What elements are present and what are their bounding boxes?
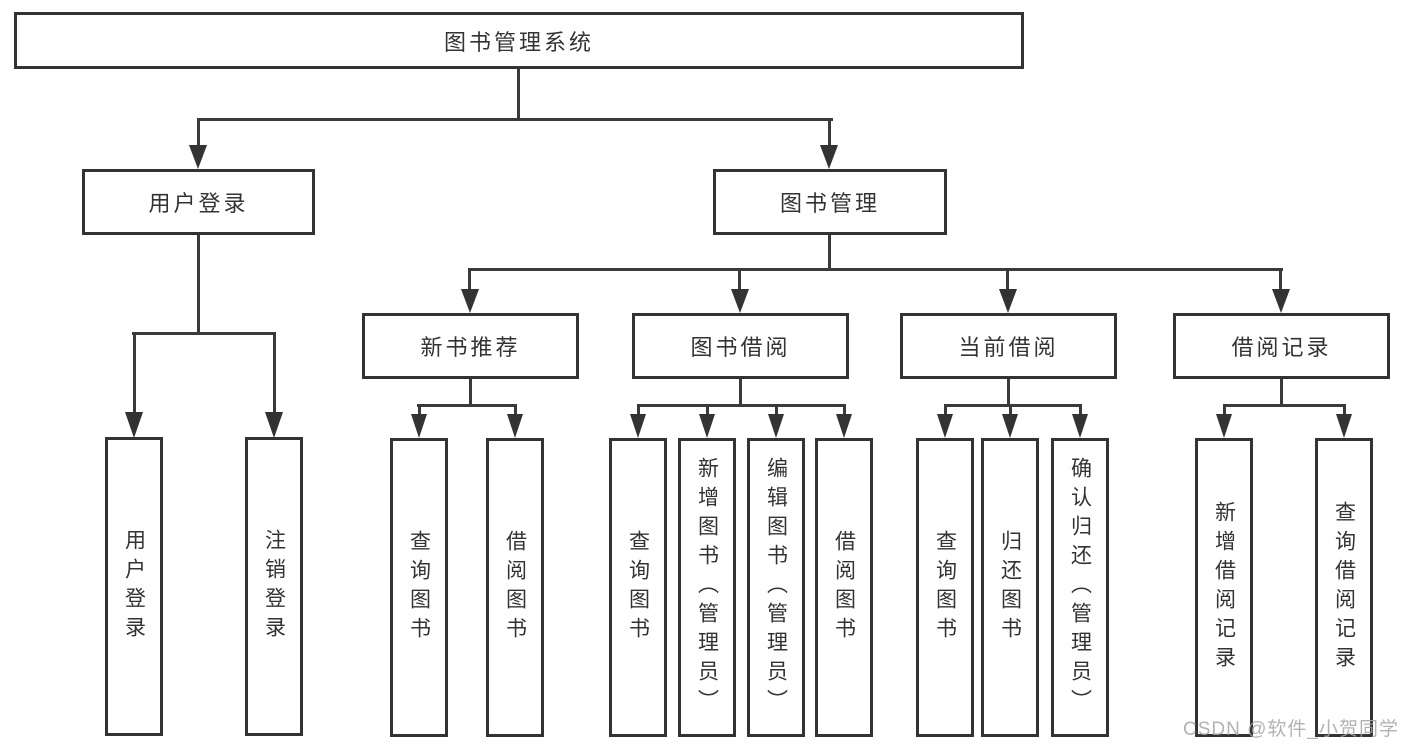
connector-borrowing-c4 <box>843 404 846 416</box>
connector-root-stub <box>517 68 520 119</box>
connector-records-stub <box>1280 378 1283 406</box>
connector-records-c1 <box>1223 404 1226 416</box>
connector-book-split <box>469 268 1283 271</box>
leaf-borrowing-add-admin-label: 新增图书（管理员） <box>695 457 719 718</box>
arrowhead-current <box>999 289 1017 313</box>
leaf-borrowing-add-admin: 新增图书（管理员） <box>678 438 736 737</box>
leaf-borrowing-edit-admin: 编辑图书（管理员） <box>747 438 805 737</box>
leaf-current-return-label: 归还图书 <box>998 529 1022 646</box>
arrowhead-newbooks-c2 <box>507 414 523 438</box>
leaf-current-confirm-admin: 确认归还（管理员） <box>1051 438 1109 737</box>
connector-borrowing-c3 <box>775 404 778 416</box>
leaf-current-query: 查询图书 <box>916 438 974 737</box>
node-user-login-label: 用户登录 <box>148 191 249 216</box>
arrowhead-current-c2 <box>1002 414 1018 438</box>
connector-user-child2 <box>273 332 276 412</box>
connector-newbooks-c2 <box>514 404 517 416</box>
leaf-records-add-label: 新增借阅记录 <box>1212 500 1236 675</box>
arrowhead-borrowing-c1 <box>630 414 646 438</box>
node-new-book-recommend: 新书推荐 <box>362 313 579 379</box>
connector-user-split <box>132 332 276 335</box>
connector-current-c2 <box>1009 404 1012 416</box>
connector-to-new-books <box>468 268 471 291</box>
connector-root-split <box>197 118 833 121</box>
csdn-watermark: CSDN @软件_小贺同学 <box>1183 719 1399 740</box>
node-user-login-leaf: 用户登录 <box>105 437 163 736</box>
node-borrowing-records: 借阅记录 <box>1173 313 1390 379</box>
connector-to-book-branch <box>828 118 831 147</box>
node-root: 图书管理系统 <box>14 12 1024 69</box>
arrowhead-user-child2 <box>265 412 283 438</box>
connector-newbooks-c1 <box>418 404 421 416</box>
leaf-borrowing-borrow: 借阅图书 <box>815 438 873 737</box>
node-book-management-label: 图书管理 <box>779 191 880 216</box>
connector-user-child1 <box>133 332 136 412</box>
leaf-current-return: 归还图书 <box>981 438 1039 737</box>
leaf-newbooks-query-label: 查询图书 <box>407 529 431 646</box>
connector-current-c3 <box>1079 404 1082 416</box>
connector-to-records <box>1279 268 1282 291</box>
connector-to-current <box>1006 268 1009 291</box>
leaf-borrowing-query: 查询图书 <box>609 438 667 737</box>
leaf-newbooks-borrow: 借阅图书 <box>486 438 544 737</box>
arrowhead-book-branch <box>820 145 838 169</box>
arrowhead-borrowing-c2 <box>699 414 715 438</box>
node-user-login: 用户登录 <box>82 169 315 235</box>
node-user-login-leaf-label: 用户登录 <box>122 528 146 645</box>
arrowhead-records-c2 <box>1336 414 1352 438</box>
leaf-borrowing-query-label: 查询图书 <box>626 529 650 646</box>
connector-newbooks-stub <box>469 378 472 406</box>
arrowhead-user-child1 <box>125 412 143 438</box>
leaf-current-query-label: 查询图书 <box>933 529 957 646</box>
leaf-current-confirm-admin-label: 确认归还（管理员） <box>1068 457 1092 718</box>
node-current-borrowing-label: 当前借阅 <box>958 335 1059 360</box>
connector-to-borrowing <box>738 268 741 291</box>
arrowhead-records-c1 <box>1216 414 1232 438</box>
connector-borrowing-split <box>637 404 846 407</box>
node-book-management: 图书管理 <box>713 169 947 235</box>
arrowhead-newbooks-c1 <box>411 414 427 438</box>
connector-current-stub <box>1007 378 1010 406</box>
node-borrowing-records-label: 借阅记录 <box>1231 335 1332 360</box>
connector-borrowing-c2 <box>706 404 709 416</box>
node-new-book-recommend-label: 新书推荐 <box>420 335 521 360</box>
node-logout-leaf: 注销登录 <box>245 437 303 736</box>
connector-to-user-branch <box>197 118 200 147</box>
arrowhead-current-c3 <box>1072 414 1088 438</box>
leaf-newbooks-borrow-label: 借阅图书 <box>503 529 527 646</box>
connector-records-c2 <box>1343 404 1346 416</box>
node-book-borrowing-label: 图书借阅 <box>690 335 791 360</box>
arrowhead-borrowing-c4 <box>836 414 852 438</box>
leaf-newbooks-query: 查询图书 <box>390 438 448 737</box>
leaf-records-add: 新增借阅记录 <box>1195 438 1253 737</box>
arrowhead-records <box>1272 289 1290 313</box>
node-current-borrowing: 当前借阅 <box>900 313 1117 379</box>
arrowhead-borrowing-c3 <box>768 414 784 438</box>
leaf-borrowing-edit-admin-label: 编辑图书（管理员） <box>764 457 788 718</box>
connector-book-stub <box>828 235 831 270</box>
arrowhead-borrowing <box>731 289 749 313</box>
leaf-records-query-label: 查询借阅记录 <box>1332 500 1356 675</box>
arrowhead-current-c1 <box>937 414 953 438</box>
connector-newbooks-split <box>417 404 517 407</box>
node-logout-leaf-label: 注销登录 <box>262 528 286 645</box>
connector-current-split <box>944 404 1082 407</box>
leaf-borrowing-borrow-label: 借阅图书 <box>832 529 856 646</box>
arrowhead-user-branch <box>189 145 207 169</box>
connector-borrowing-stub <box>739 378 742 406</box>
node-root-label: 图书管理系统 <box>443 29 594 55</box>
arrowhead-new-books <box>461 289 479 313</box>
connector-borrowing-c1 <box>637 404 640 416</box>
leaf-records-query: 查询借阅记录 <box>1315 438 1373 737</box>
node-book-borrowing: 图书借阅 <box>632 313 849 379</box>
connector-current-c1 <box>944 404 947 416</box>
connector-user-stub <box>197 235 200 335</box>
connector-records-split <box>1223 404 1346 407</box>
